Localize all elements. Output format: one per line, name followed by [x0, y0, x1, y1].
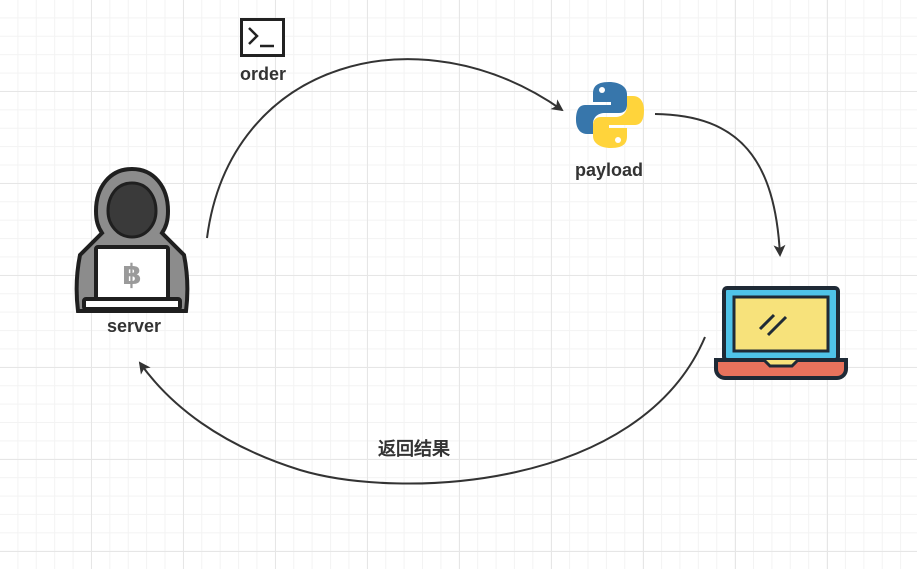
server-label: server: [106, 316, 162, 336]
bitcoin-icon: ฿: [118, 257, 146, 291]
order-node: [240, 18, 286, 58]
edge-laptop-to-server: [138, 336, 706, 485]
payload-label: payload: [574, 160, 644, 180]
laptop-icon: [714, 286, 848, 380]
edge-payload-to-laptop: [654, 113, 786, 257]
result-edge-label: 返回结果: [378, 439, 450, 459]
edge-server-to-payload: [206, 58, 564, 239]
payload-node: [575, 80, 645, 150]
order-label: order: [239, 64, 287, 84]
svg-text:฿: ฿: [122, 258, 141, 291]
python-logo-icon: [576, 82, 644, 148]
terminal-icon: [240, 18, 285, 57]
target-laptop-node: [714, 285, 848, 381]
server-node: ฿: [72, 165, 192, 315]
hacker-icon: [74, 166, 190, 313]
